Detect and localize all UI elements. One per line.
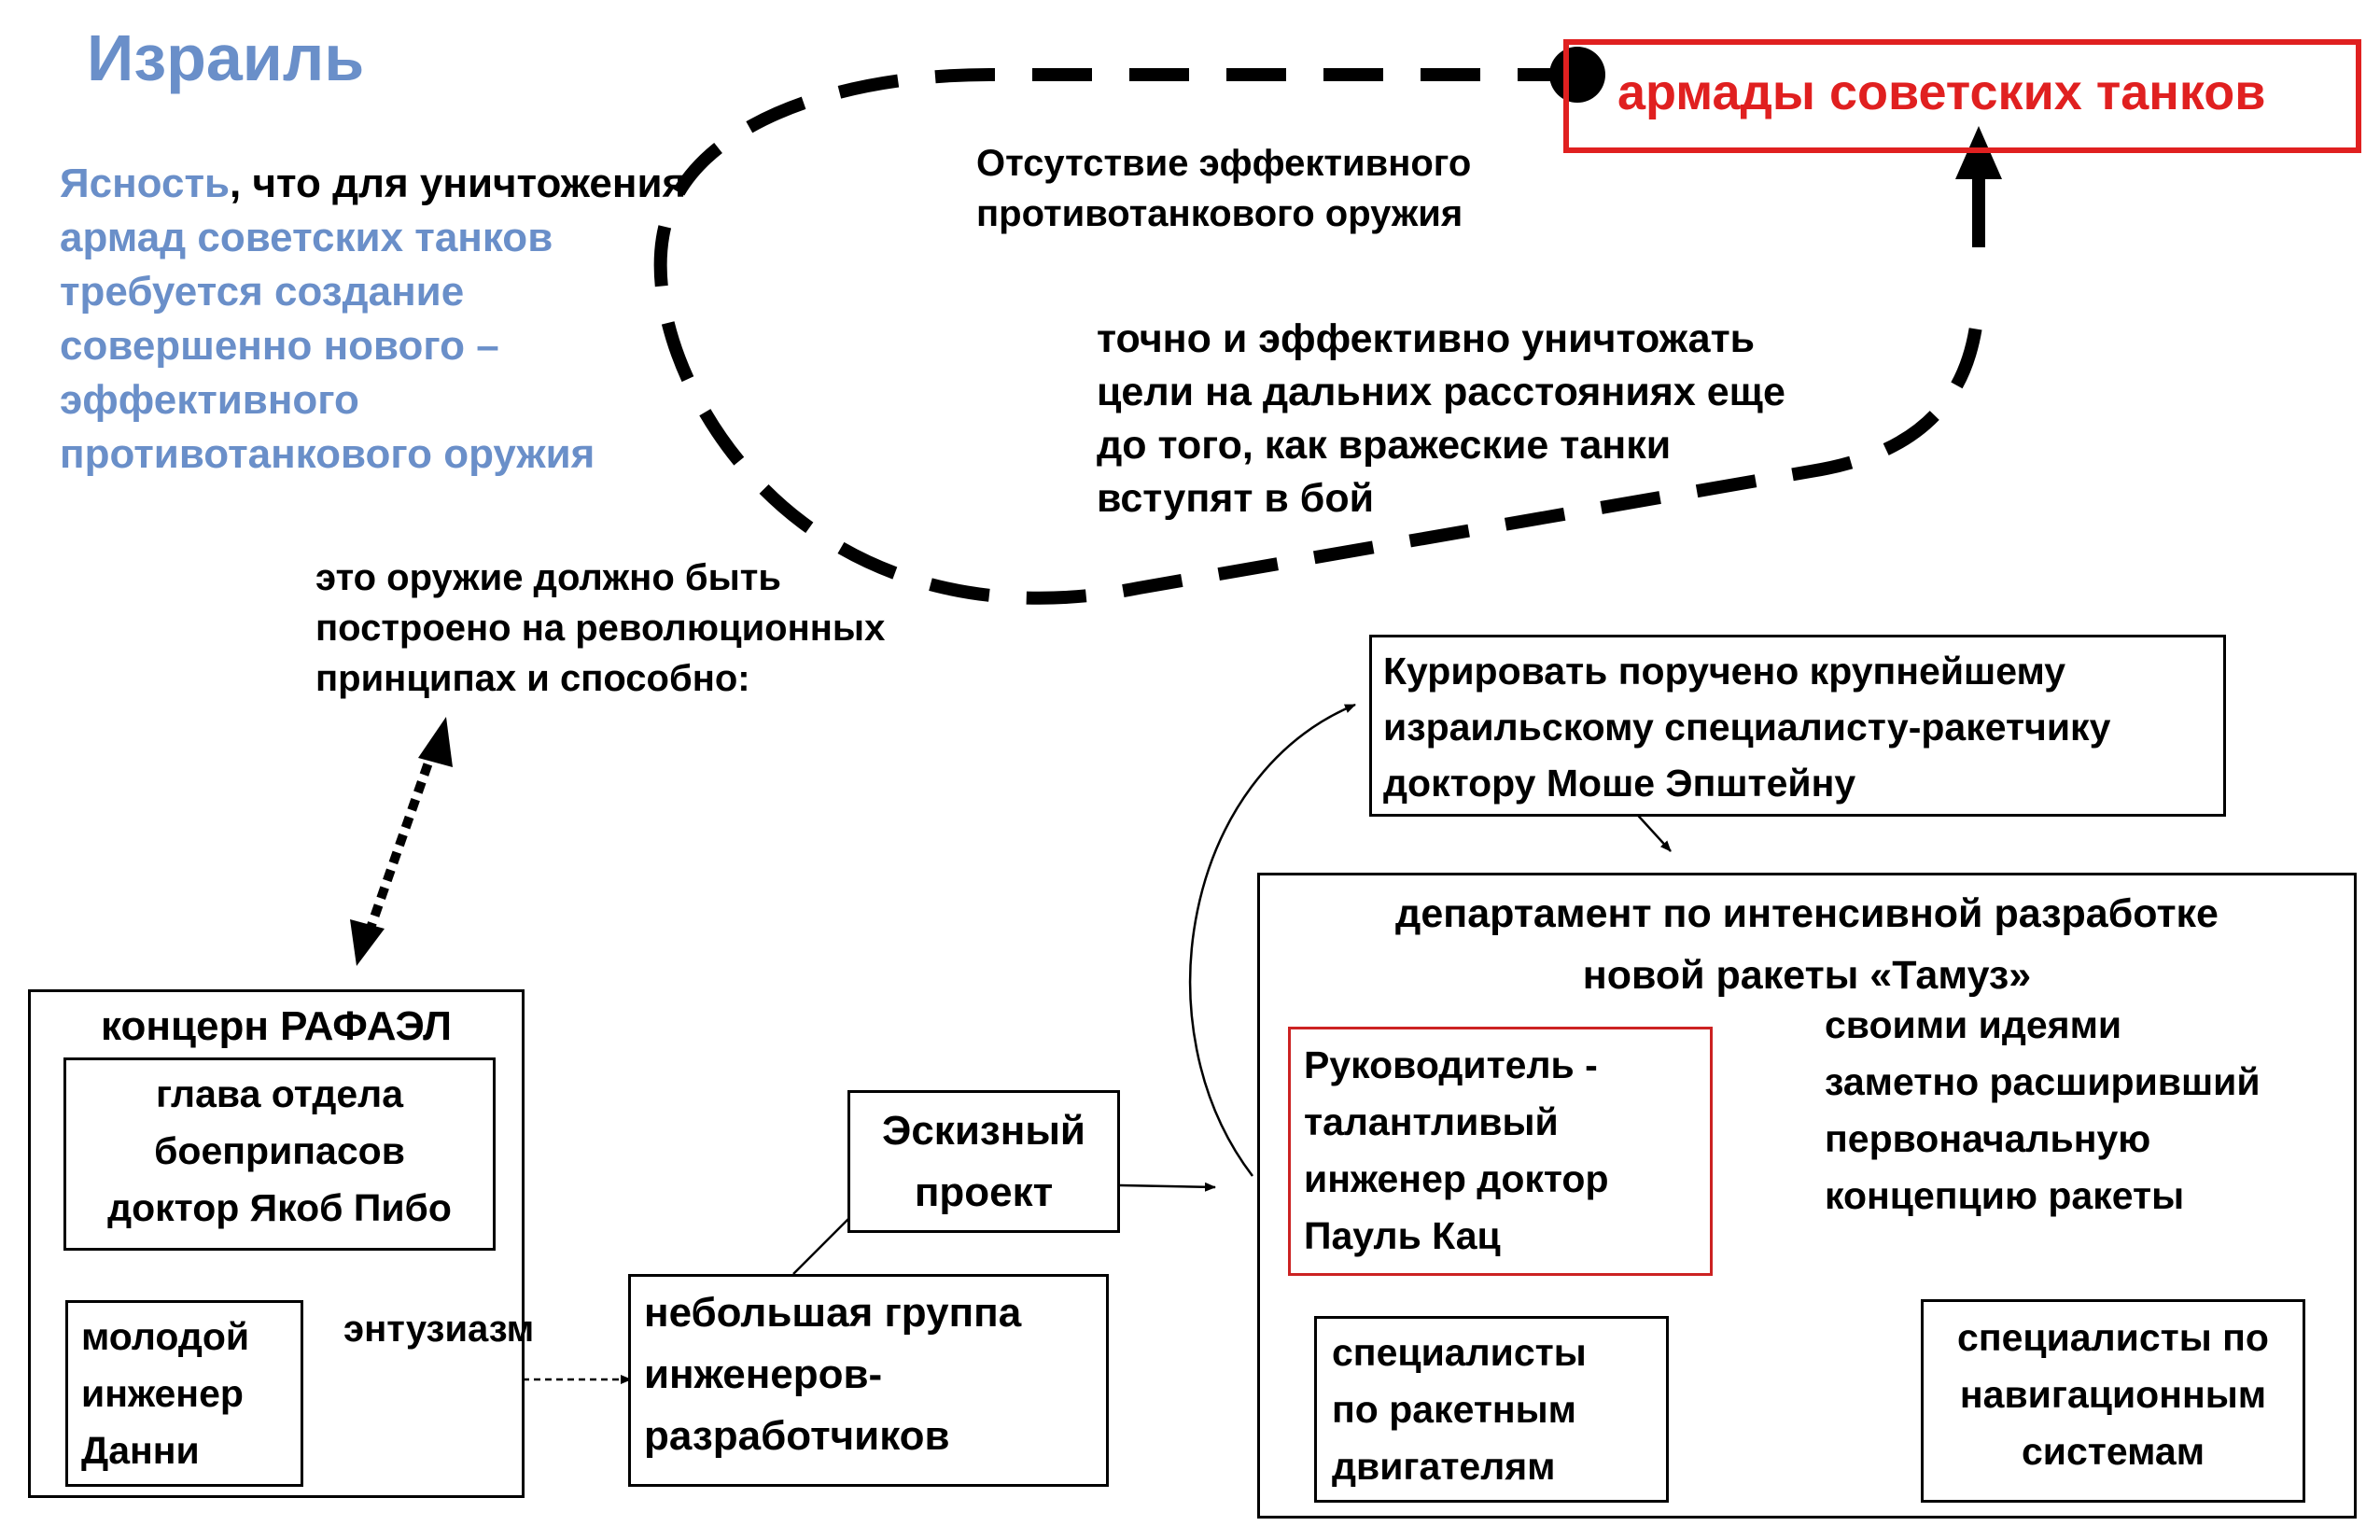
destroy-line: цели на дальних расстояниях еще bbox=[1097, 370, 1785, 414]
head-line: Руководитель - bbox=[1304, 1043, 1598, 1086]
ideas-line: первоначальную bbox=[1825, 1117, 2151, 1160]
curator-line: израильскому специалисту-ракетчику bbox=[1383, 706, 2111, 749]
group-line: небольшая группа bbox=[644, 1290, 1022, 1336]
group-box: небольшая группа инженеров- разработчико… bbox=[628, 1274, 1109, 1487]
clarity-line: армад советских танков bbox=[60, 215, 553, 260]
dashed-loop bbox=[653, 68, 1985, 605]
destroy-text: точно и эффективно уничтожать цели на да… bbox=[1097, 313, 1785, 525]
clarity-first-word: Ясность bbox=[60, 161, 231, 206]
absence-line: противотанкового оружия bbox=[976, 193, 1463, 234]
armada-label: армады советских танков bbox=[1617, 64, 2266, 120]
danny-box: молодой инженер Данни bbox=[65, 1300, 303, 1487]
engines-text: специалисты по ракетным двигателям bbox=[1332, 1324, 1587, 1495]
curator-text: Курировать поручено крупнейшему израильс… bbox=[1383, 643, 2110, 811]
munitions-line: боеприпасов bbox=[154, 1129, 405, 1172]
ideas-line: концепцию ракеты bbox=[1825, 1174, 2185, 1217]
curator-box: Курировать поручено крупнейшему израильс… bbox=[1369, 635, 2226, 817]
clarity-line: требуется создание bbox=[60, 269, 465, 315]
sketch-line: Эскизный bbox=[882, 1108, 1085, 1154]
enthusiasm-label: энтузиазм bbox=[343, 1309, 535, 1350]
munitions-text: глава отдела боеприпасов доктор Якоб Пиб… bbox=[66, 1066, 493, 1237]
head-line: Пауль Кац bbox=[1304, 1214, 1501, 1257]
navigation-line: специалисты по bbox=[1957, 1316, 2269, 1359]
dotted-arrow-top-head bbox=[418, 717, 453, 767]
weapon-line: принципах и способно: bbox=[315, 658, 750, 699]
arrow-sketch-to-department bbox=[1119, 1182, 1216, 1192]
clarity-line: противотанкового оружия bbox=[60, 431, 595, 477]
clarity-text: Ясность, что для уничтожения армад совет… bbox=[60, 157, 686, 482]
ideas-line: заметно расширивший bbox=[1825, 1060, 2261, 1103]
weapon-line: построено на революционных bbox=[315, 608, 886, 649]
head-line: талантливый bbox=[1304, 1100, 1559, 1143]
engines-line: специалисты bbox=[1332, 1331, 1587, 1374]
page-title: Израиль bbox=[87, 21, 365, 94]
group-line: инженеров- bbox=[644, 1351, 883, 1397]
curator-line: Курировать поручено крупнейшему bbox=[1383, 650, 2066, 693]
engines-box: специалисты по ракетным двигателям bbox=[1314, 1316, 1669, 1503]
absence-line: Отсутствие эффективного bbox=[976, 143, 1472, 184]
weapon-text: это оружие должно быть построено на рево… bbox=[315, 553, 885, 704]
clarity-line-1: Ясность, что для уничтожения bbox=[60, 157, 686, 211]
head-box: Руководитель - талантливый инженер докто… bbox=[1288, 1027, 1713, 1276]
munitions-box: глава отдела боеприпасов доктор Якоб Пиб… bbox=[63, 1057, 496, 1251]
weapon-line: это оружие должно быть bbox=[315, 557, 781, 598]
sketch-text: Эскизный проект bbox=[850, 1100, 1117, 1224]
ideas-line: своими идеями bbox=[1825, 1003, 2122, 1046]
destroy-line: до того, как вражеские танки bbox=[1097, 423, 1672, 468]
department-line: новой ракеты «Тамуз» bbox=[1582, 953, 2032, 998]
clarity-comma: , что для уничтожения bbox=[230, 161, 687, 206]
navigation-box: специалисты по навигационным системам bbox=[1921, 1299, 2305, 1503]
danny-line: молодой bbox=[81, 1315, 250, 1358]
navigation-text: специалисты по навигационным системам bbox=[1924, 1309, 2303, 1480]
department-title: департамент по интенсивной разработке но… bbox=[1260, 883, 2354, 1006]
munitions-line: глава отдела bbox=[156, 1072, 403, 1115]
ideas-text: своими идеями заметно расширивший первон… bbox=[1825, 997, 2261, 1225]
danny-text: молодой инженер Данни bbox=[81, 1309, 249, 1479]
engines-line: двигателям bbox=[1332, 1445, 1556, 1488]
munitions-line: доктор Якоб Пибо bbox=[107, 1186, 452, 1229]
sketch-box: Эскизный проект bbox=[847, 1090, 1120, 1233]
dotted-double-arrow bbox=[364, 745, 439, 935]
armada-box: армады советских танков bbox=[1563, 39, 2361, 153]
curved-arrow-to-curator bbox=[1189, 703, 1356, 1177]
head-text: Руководитель - талантливый инженер докто… bbox=[1304, 1037, 1609, 1265]
danny-line: Данни bbox=[81, 1429, 200, 1472]
engines-line: по ракетным bbox=[1332, 1388, 1577, 1431]
group-line: разработчиков bbox=[644, 1413, 950, 1459]
clarity-line: совершенно нового – bbox=[60, 323, 499, 369]
navigation-line: навигационным bbox=[1959, 1373, 2267, 1416]
sketch-line: проект bbox=[914, 1169, 1054, 1215]
absence-text: Отсутствие эффективного противотанкового… bbox=[976, 138, 1471, 239]
head-line: инженер доктор bbox=[1304, 1157, 1609, 1200]
destroy-line: точно и эффективно уничтожать bbox=[1097, 316, 1756, 361]
group-text: небольшая группа инженеров- разработчико… bbox=[644, 1282, 1021, 1467]
curator-line: доктору Моше Эпштейну bbox=[1383, 762, 1856, 805]
destroy-line: вступят в бой bbox=[1097, 476, 1375, 521]
danny-line: инженер bbox=[81, 1372, 244, 1415]
dotted-arrow-bottom-head bbox=[350, 919, 385, 966]
navigation-line: системам bbox=[2021, 1430, 2205, 1473]
clarity-line: эффективного bbox=[60, 377, 359, 423]
rafael-title: концерн РАФАЭЛ bbox=[101, 1003, 452, 1049]
department-line: департамент по интенсивной разработке bbox=[1395, 891, 2219, 936]
